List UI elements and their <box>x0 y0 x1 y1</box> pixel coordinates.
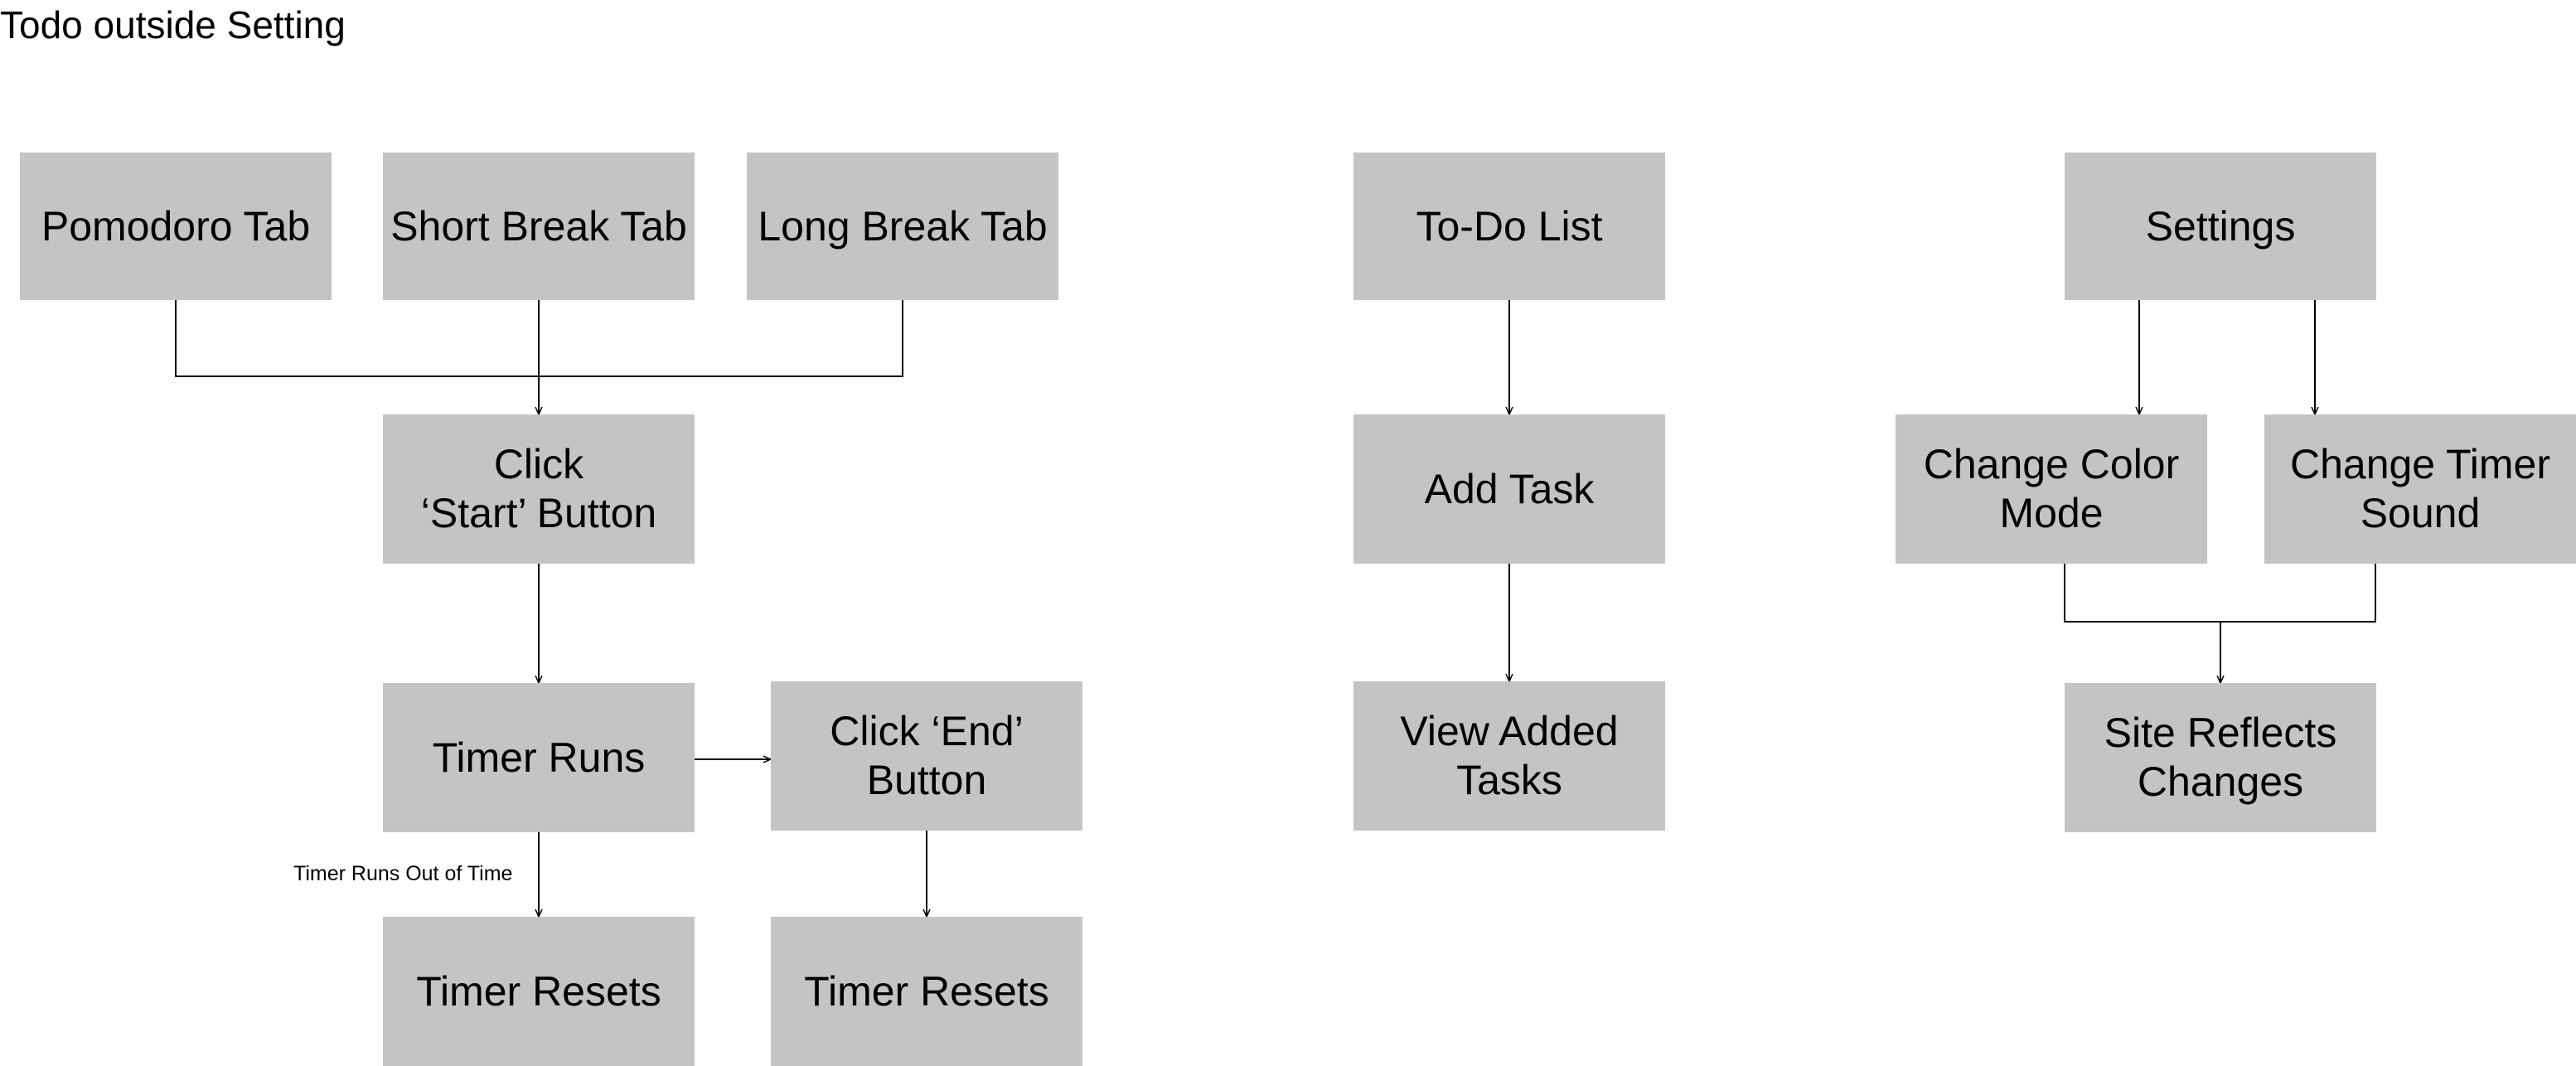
edge-label-timer-out-of-time: Timer Runs Out of Time <box>293 862 513 885</box>
node-site-reflects-changes: Site Reflects Changes <box>2065 683 2376 832</box>
node-timer-runs: Timer Runs <box>383 683 695 832</box>
connector-settings-merge <box>2064 564 2376 623</box>
node-site-reflects-changes-label: Site Reflects Changes <box>2104 710 2337 805</box>
node-timer-resets-b: Timer Resets <box>771 917 1082 1066</box>
node-change-color-mode: Change Color Mode <box>1896 414 2207 564</box>
node-long-break-tab: Long Break Tab <box>747 153 1058 300</box>
node-todo-list: To-Do List <box>1353 153 1665 300</box>
node-pomodoro-tab: Pomodoro Tab <box>20 153 332 300</box>
node-settings: Settings <box>2065 153 2376 300</box>
node-add-task-label: Add Task <box>1424 465 1595 512</box>
node-click-start-button-label: Click ‘Start’ Button <box>420 441 657 536</box>
node-todo-list-label: To-Do List <box>1416 202 1603 250</box>
node-view-added-tasks: View Added Tasks <box>1353 681 1665 831</box>
node-settings-label: Settings <box>2145 202 2296 250</box>
node-timer-resets-a: Timer Resets <box>383 917 695 1066</box>
node-pomodoro-tab-label: Pomodoro Tab <box>41 202 311 250</box>
node-long-break-tab-label: Long Break Tab <box>758 202 1048 250</box>
node-timer-resets-a-label: Timer Resets <box>416 967 661 1015</box>
node-short-break-tab-label: Short Break Tab <box>390 202 687 250</box>
node-change-timer-sound-label: Change Timer Sound <box>2289 441 2551 536</box>
node-change-color-mode-label: Change Color Mode <box>1923 441 2180 536</box>
node-view-added-tasks-label: View Added Tasks <box>1400 708 1619 803</box>
diagram-title: Todo outside Setting <box>0 3 346 46</box>
node-click-end-button: Click ‘End’ Button <box>771 681 1082 831</box>
node-click-end-button-label: Click ‘End’ Button <box>830 708 1024 803</box>
node-click-start-button: Click ‘Start’ Button <box>383 414 695 564</box>
node-timer-runs-label: Timer Runs <box>432 734 646 781</box>
node-timer-resets-b-label: Timer Resets <box>804 967 1049 1015</box>
node-change-timer-sound: Change Timer Sound <box>2264 414 2576 564</box>
node-short-break-tab: Short Break Tab <box>383 153 695 300</box>
node-add-task: Add Task <box>1353 414 1665 564</box>
